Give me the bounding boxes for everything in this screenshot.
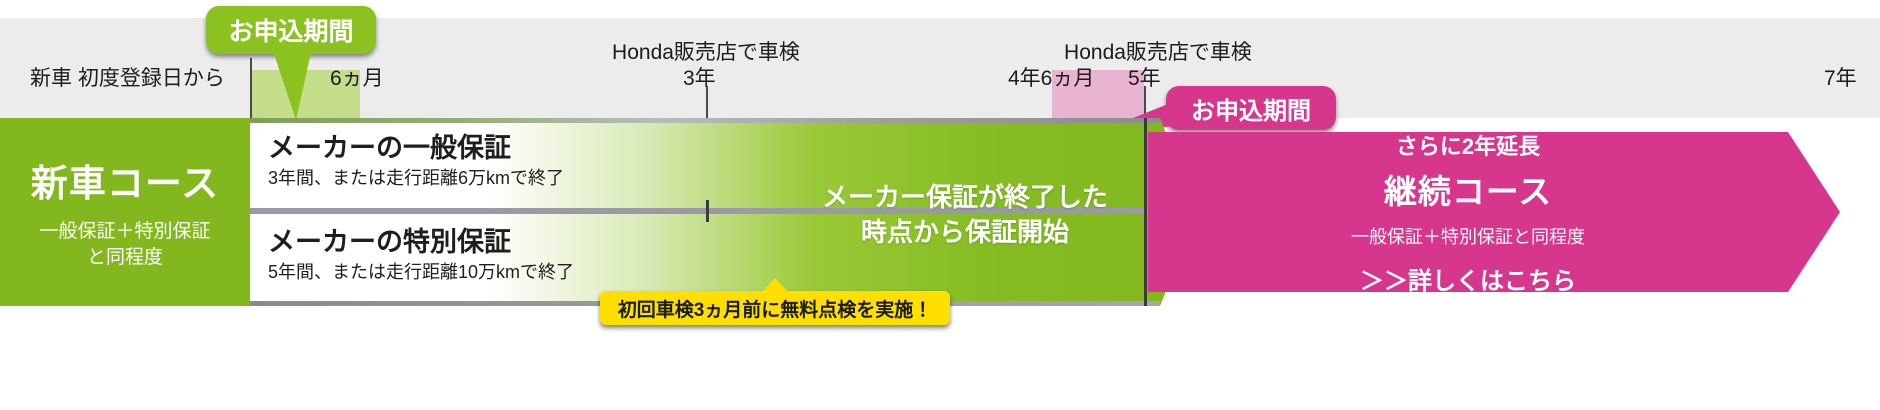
callout-notch: [762, 278, 788, 292]
new-car-course-sub-line2: と同程度: [86, 247, 163, 268]
continuing-course-sub: 一般保証＋特別保証と同程度: [1351, 226, 1585, 247]
continuing-course-link[interactable]: ＞＞詳しくはこちら: [1360, 267, 1576, 295]
tick-label-6months: 6ヵ月: [330, 67, 384, 90]
general-warranty-text: メーカーの一般保証 3年間、または走行距離6万kmで終了: [268, 133, 565, 189]
free-inspection-callout: 初回車検3ヵ月前に無料点検を実施！: [600, 278, 950, 325]
special-warranty-title: メーカーの特別保証: [268, 227, 511, 257]
warranty-divider-rule: [250, 208, 1198, 214]
special-warranty-row: メーカーの特別保証 5年間、または走行距離10万kmで終了: [250, 214, 1160, 306]
general-warranty-title: メーカーの一般保証: [268, 133, 511, 163]
warranty-start-note: メーカー保証が終了した 時点から保証開始: [800, 180, 1130, 250]
divider-tick-3years: [706, 200, 709, 222]
green-badge-pointer: [272, 48, 312, 120]
continuing-course-extend: さらに2年延長: [1395, 133, 1541, 159]
continuing-course-block[interactable]: さらに2年延長 継続コース 一般保証＋特別保証と同程度 ＞＞詳しくはこちら: [1148, 132, 1788, 295]
pink-application-badge-label: お申込期間: [1191, 97, 1311, 125]
tick-label-7years: 7年: [1824, 67, 1857, 90]
boundary-tick-5years: [1144, 118, 1147, 306]
inspection-label-5years: Honda販売店で車検: [1064, 41, 1252, 64]
general-warranty-row: メーカーの一般保証 3年間、または走行距離6万kmで終了: [250, 118, 1160, 210]
continuing-course-arrow-head: [1788, 132, 1840, 292]
warranty-start-note-line2: 時点から保証開始: [860, 217, 1069, 248]
special-warranty-text: メーカーの特別保証 5年間、または走行距離10万kmで終了: [268, 227, 575, 283]
general-warranty-fill: [250, 118, 1160, 210]
tick-6months: [250, 58, 252, 118]
pink-application-window: [1052, 70, 1144, 118]
timeline-start-label: 新車 初度登録日から: [30, 67, 225, 90]
special-warranty-detail: 5年間、または走行距離10万kmで終了: [268, 261, 575, 282]
tick-label-5years: 5年: [1128, 67, 1161, 90]
tick-label-4years6months: 4年6ヵ月: [1008, 67, 1095, 90]
warranty-start-note-line1: メーカー保証が終了した: [821, 182, 1108, 212]
general-warranty-detail: 3年間、または走行距離6万kmで終了: [268, 167, 565, 188]
free-inspection-callout-label: 初回車検3ヵ月前に無料点検を実施！: [617, 299, 933, 321]
tick-label-3years: 3年: [683, 67, 716, 90]
green-application-badge-label: お申込期間: [228, 18, 354, 46]
warranty-arrow-block: メーカーの一般保証 3年間、または走行距離6万kmで終了 メーカーの特別保証 5…: [250, 118, 1160, 306]
special-warranty-fill: [250, 214, 1160, 306]
general-warranty-top-edge: [250, 118, 1160, 123]
continuing-course-title: 継続コース: [1383, 172, 1553, 210]
new-car-course-title: 新車コース: [30, 163, 220, 205]
new-car-course-block: 新車コース 一般保証＋特別保証 と同程度: [0, 118, 250, 306]
new-car-course-subtitle: 一般保証＋特別保証 と同程度: [39, 219, 210, 270]
new-car-course-sub-line1: 一般保証＋特別保証: [39, 221, 211, 243]
tick-5years: [1144, 86, 1146, 118]
tick-3years: [706, 86, 708, 118]
green-application-badge: お申込期間: [206, 6, 376, 54]
inspection-label-3years: Honda販売店で車検: [612, 41, 800, 64]
